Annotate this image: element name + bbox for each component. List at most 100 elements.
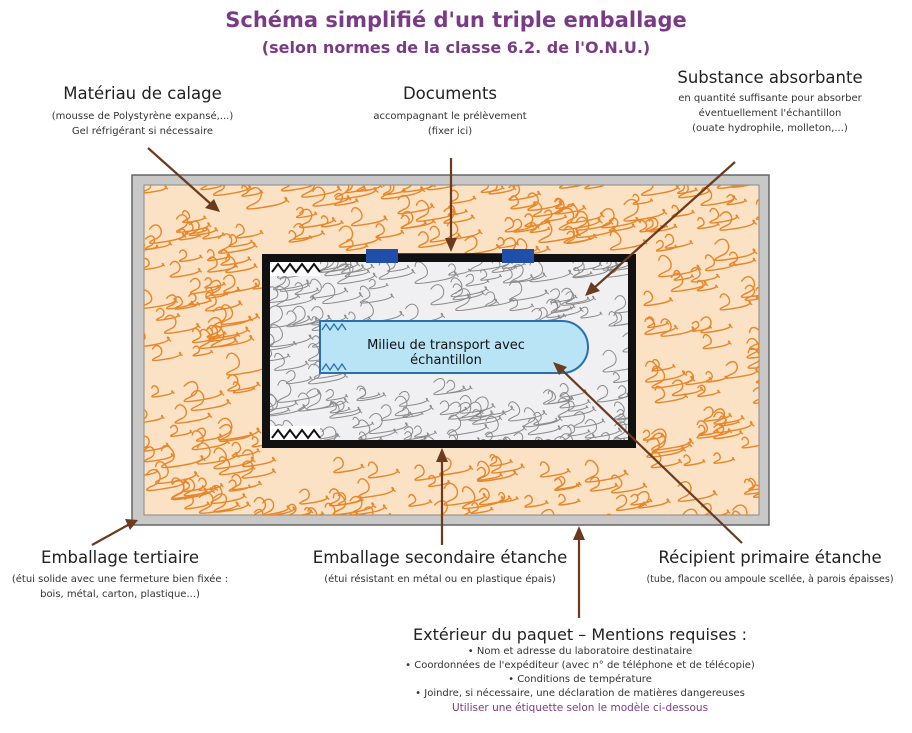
squiggle-mark xyxy=(344,263,371,278)
squiggle-mark xyxy=(380,404,413,421)
squiggle-mark xyxy=(400,214,428,230)
squiggle-mark xyxy=(414,262,459,284)
squiggle-mark xyxy=(398,390,430,407)
squiggle-mark xyxy=(719,211,757,231)
squiggle-mark xyxy=(144,409,165,423)
squiggle-mark xyxy=(202,227,226,240)
squiggle-mark xyxy=(608,217,636,232)
squiggle-mark xyxy=(299,208,337,229)
squiggle-mark xyxy=(320,215,344,228)
squiggle-mark xyxy=(691,320,713,332)
squiggle-mark xyxy=(645,218,669,232)
squiggle-mark xyxy=(572,262,611,279)
squiggle-mark xyxy=(524,213,551,228)
squiggle-mark xyxy=(169,424,193,438)
squiggle-mark xyxy=(480,269,502,281)
squiggle-mark xyxy=(452,283,485,301)
squiggle-mark xyxy=(478,487,512,506)
squiggle-mark xyxy=(368,412,410,435)
squiggle-mark xyxy=(529,262,573,283)
squiggle-mark xyxy=(700,502,731,515)
squiggle-mark xyxy=(310,278,349,299)
squiggle-mark xyxy=(144,242,159,251)
squiggle-mark xyxy=(558,424,597,440)
squiggle-mark xyxy=(232,381,256,394)
squiggle-mark xyxy=(205,291,243,312)
squiggle-mark xyxy=(449,401,484,420)
squiggle-mark xyxy=(746,337,759,359)
squiggle-mark xyxy=(683,454,706,467)
squiggle-mark xyxy=(690,267,720,283)
squiggle-mark xyxy=(207,324,241,343)
squiggle-mark xyxy=(747,347,759,369)
squiggle-mark xyxy=(219,423,254,443)
squiggle-mark xyxy=(324,262,366,277)
squiggle-mark xyxy=(144,331,172,348)
squiggle-mark xyxy=(709,207,740,224)
squiggle-mark xyxy=(356,185,383,192)
diagram-title: Schéma simplifié d'un triple emballage xyxy=(225,8,687,32)
absorbante-line2: éventuellement l'échantillon xyxy=(698,108,842,119)
squiggle-mark xyxy=(550,301,573,314)
squiggle-mark xyxy=(485,415,527,438)
squiggle-mark xyxy=(235,223,264,239)
squiggle-mark xyxy=(199,328,239,350)
squiggle-mark xyxy=(212,185,253,197)
squiggle-mark xyxy=(206,248,230,262)
squiggle-mark xyxy=(644,317,679,335)
squiggle-mark xyxy=(338,225,382,248)
squiggle-mark xyxy=(542,389,573,405)
thread-bottom-mark xyxy=(271,428,321,440)
squiggle-mark xyxy=(671,379,704,397)
primaire-line1: (tube, flacon ou ampoule scellée, à paro… xyxy=(646,574,894,585)
squiggle-mark xyxy=(345,238,369,251)
squiggle-mark xyxy=(559,392,591,409)
squiggle-mark xyxy=(726,194,748,206)
squiggle-mark xyxy=(178,249,203,263)
squiggle-mark xyxy=(673,269,694,281)
squiggle-mark xyxy=(414,425,437,438)
label-exterieur: Extérieur du paquet – Mentions requises … xyxy=(330,625,830,715)
squiggle-mark xyxy=(509,280,550,302)
squiggle-mark xyxy=(334,192,359,206)
squiggle-mark xyxy=(320,262,361,273)
squiggle-mark xyxy=(573,266,593,278)
squiggle-mark xyxy=(584,419,623,439)
squiggle-mark xyxy=(524,407,563,428)
squiggle-mark xyxy=(380,185,426,200)
squiggle-mark xyxy=(755,199,759,221)
squiggle-mark xyxy=(671,204,695,218)
squiggle-mark xyxy=(434,500,473,515)
squiggle-mark xyxy=(297,392,335,412)
squiggle-mark xyxy=(144,257,165,271)
squiggle-mark xyxy=(513,432,540,440)
calage-title: Matériau de calage xyxy=(63,84,222,103)
squiggle-mark xyxy=(703,406,733,422)
squiggle-mark xyxy=(713,411,755,434)
squiggle-mark xyxy=(443,482,488,506)
squiggle-mark xyxy=(358,419,398,440)
squiggle-mark xyxy=(145,468,189,492)
squiggle-mark xyxy=(280,185,317,192)
exterieur-item-1: • Nom et adresse du laboratoire destinat… xyxy=(467,646,693,657)
squiggle-mark xyxy=(677,185,698,195)
squiggle-mark xyxy=(286,310,319,328)
squiggle-mark xyxy=(352,416,375,429)
squiggle-mark xyxy=(652,358,676,372)
squiggle-mark xyxy=(559,382,588,398)
squiggle-mark xyxy=(600,432,626,440)
squiggle-mark xyxy=(696,420,732,439)
squiggle-mark xyxy=(642,429,664,441)
primary-container xyxy=(319,320,589,374)
squiggle-mark xyxy=(155,307,181,321)
squiggle-mark xyxy=(426,185,458,191)
squiggle-mark xyxy=(645,360,687,383)
squiggle-mark xyxy=(192,345,214,357)
squiggle-mark xyxy=(321,426,364,440)
doc-tab-left xyxy=(366,249,398,263)
squiggle-mark xyxy=(713,408,745,425)
squiggle-mark xyxy=(461,486,506,510)
squiggle-mark xyxy=(480,185,505,194)
squiggle-mark xyxy=(608,311,628,327)
squiggle-mark xyxy=(294,282,320,296)
